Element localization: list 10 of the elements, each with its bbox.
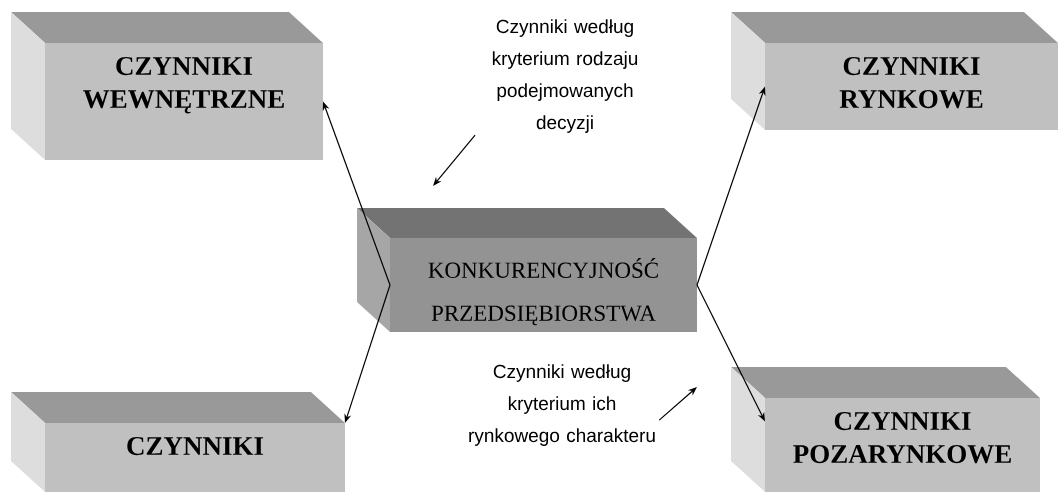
box-3d: CZYNNIKI POZARYNKOWE xyxy=(731,367,1040,492)
caption-text: Czynniki według kryterium ich rynkowego charakteru xyxy=(469,364,655,446)
caption-text: Czynniki według kryterium rodzaju podejmowanych decyzji xyxy=(492,19,638,133)
arrow xyxy=(658,387,697,421)
arrow xyxy=(433,134,476,186)
box-3d: CZYNNIKI xyxy=(11,392,345,492)
arrow xyxy=(344,284,391,423)
box-3d: CZYNNIKI WEWNĘTRZNE xyxy=(11,12,323,160)
box-3d: CZYNNIKI RYNKOWE xyxy=(731,12,1058,130)
box-3d: KONKURENCYJNOŚĆ PRZEDSIĘBIORSTWA xyxy=(357,208,697,332)
